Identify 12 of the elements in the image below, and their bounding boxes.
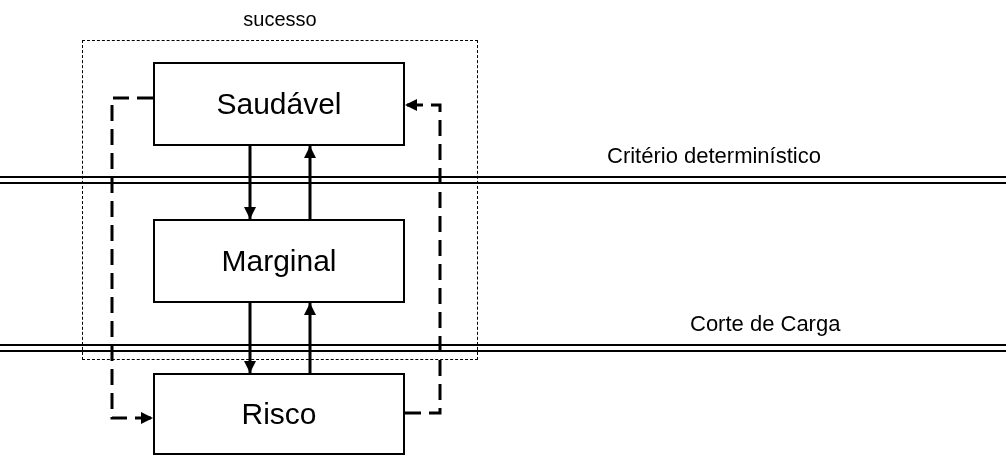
state-box: Risco bbox=[153, 373, 405, 455]
group-title: sucesso bbox=[243, 8, 317, 31]
arrow bbox=[304, 146, 316, 219]
boundary-label: Corte de Carga bbox=[690, 311, 841, 337]
state-box: Saudável bbox=[153, 62, 405, 146]
state-box: Marginal bbox=[153, 219, 405, 303]
arrow bbox=[244, 303, 256, 373]
arrow bbox=[405, 99, 442, 415]
arrow bbox=[244, 146, 256, 219]
arrow bbox=[304, 303, 316, 373]
arrow bbox=[110, 96, 153, 424]
boundary-label: Critério determinístico bbox=[607, 143, 821, 169]
